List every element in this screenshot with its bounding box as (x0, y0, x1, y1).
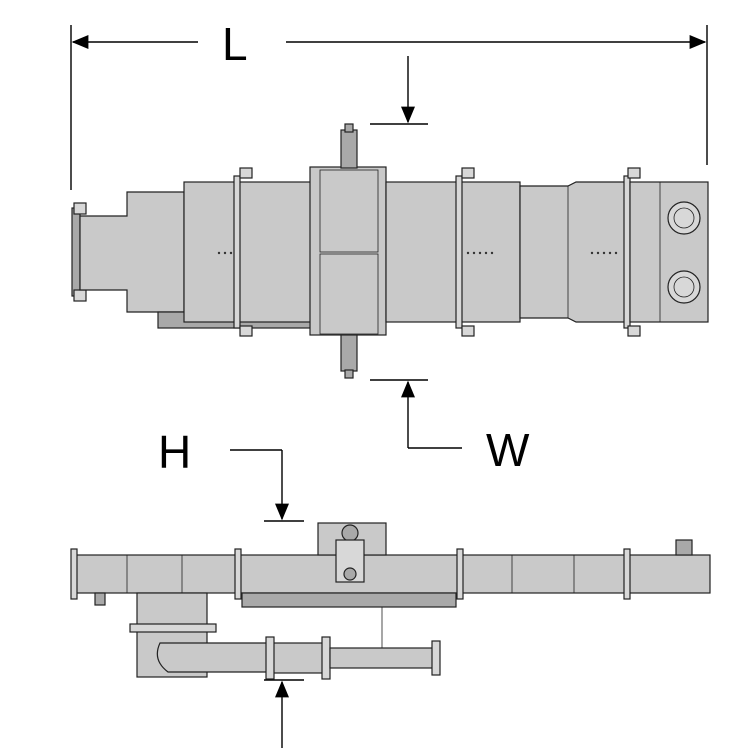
flange-ring (456, 548, 464, 600)
actuator-body (335, 539, 365, 583)
flange-tab (461, 167, 475, 179)
actuator-knob (341, 524, 359, 542)
duct-body (73, 554, 711, 594)
pipe-elbow (156, 642, 271, 673)
flange-ring (70, 548, 78, 600)
length-label: L (222, 18, 248, 70)
hopper-flange (129, 623, 217, 633)
pipe-flange (431, 640, 441, 676)
trough (241, 592, 457, 608)
flange-tab (239, 325, 253, 337)
access-door-upper (319, 169, 379, 253)
pipe-section (269, 642, 327, 674)
flange-tab (239, 167, 253, 179)
pipe-section (329, 647, 435, 669)
actuator-bottom (340, 334, 358, 372)
flange-ring (234, 548, 242, 600)
access-door-lower (319, 253, 379, 335)
nozzle-port (667, 201, 701, 235)
pipe-flange (265, 636, 275, 680)
actuator-cap (344, 123, 354, 133)
flange-ring (623, 548, 631, 600)
top-view (71, 123, 709, 379)
actuator-cap (344, 369, 354, 379)
end-section (629, 181, 709, 323)
dimension-l: L (70, 18, 708, 190)
inlet-transition (79, 191, 185, 313)
duct-transition (519, 181, 631, 323)
top-fitting (675, 539, 693, 556)
dimension-h: H (158, 426, 304, 748)
flange-ring (455, 175, 463, 329)
flange-tab (461, 325, 475, 337)
flange-tab (73, 289, 87, 302)
access-box (309, 166, 387, 336)
nozzle-port (667, 270, 701, 304)
dimension-w: W (370, 56, 530, 476)
duct-section (385, 181, 521, 323)
flange-ring (233, 175, 241, 329)
height-label: H (158, 426, 191, 478)
flange-tab (627, 167, 641, 179)
flange-ring (623, 175, 631, 329)
duct-section (183, 181, 313, 323)
inlet-flange (71, 207, 81, 297)
side-view (70, 522, 711, 680)
seam-dots (217, 251, 618, 255)
flange-tab (627, 325, 641, 337)
pipe-flange (321, 636, 331, 680)
bracket (94, 592, 106, 606)
flange-tab (73, 202, 87, 215)
width-label: W (486, 424, 530, 476)
actuator-top (340, 129, 358, 169)
